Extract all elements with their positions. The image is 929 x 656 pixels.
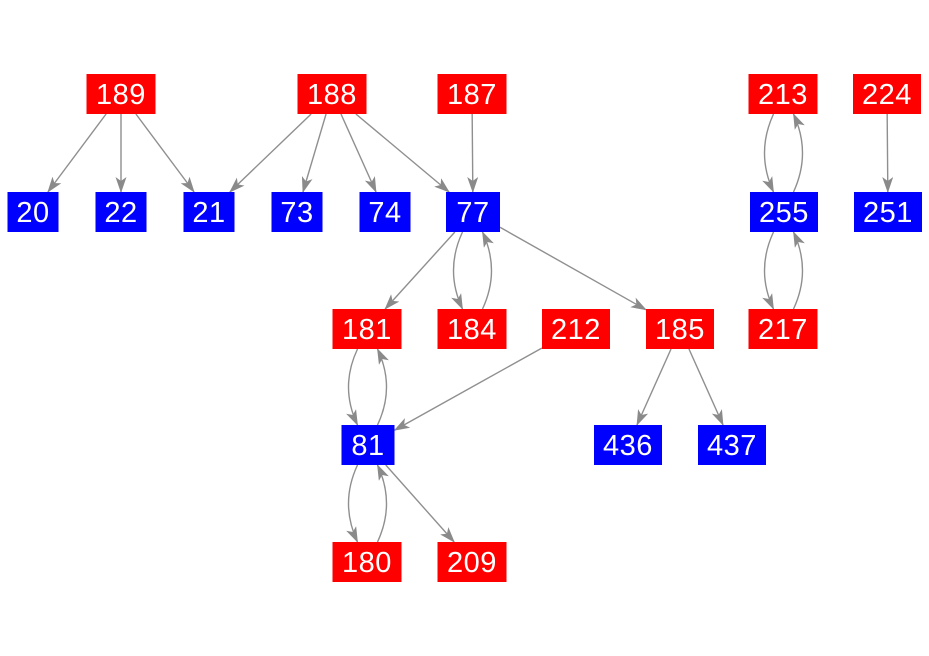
node-box (594, 425, 662, 465)
graph-edge-180-81 (376, 464, 389, 543)
node-box (854, 192, 922, 232)
node-label: 189 (96, 79, 146, 111)
node-box (698, 425, 766, 465)
node-box (542, 309, 610, 349)
graph-edge-217-255 (792, 231, 805, 310)
node-label: 213 (758, 79, 808, 111)
node-box (748, 309, 818, 349)
node-label: 22 (104, 197, 137, 229)
node-label: 180 (342, 547, 392, 579)
graph-edge-187-77 (467, 113, 479, 193)
node-label: 188 (307, 79, 357, 111)
node-box (86, 74, 156, 114)
node-label: 224 (862, 79, 912, 111)
graph-edge-188-77 (355, 113, 450, 193)
graph-node-180[interactable]: 180 (332, 542, 402, 582)
node-box (183, 192, 235, 232)
node-label: 73 (280, 197, 313, 229)
graph-edge-185-437 (688, 348, 724, 426)
node-box (359, 192, 411, 232)
graph-edge-213-255 (762, 113, 775, 193)
node-box (446, 192, 500, 232)
node-label: 74 (368, 197, 401, 229)
graph-edge-81-180 (346, 464, 359, 543)
node-label: 185 (655, 314, 705, 346)
node-label: 212 (551, 314, 601, 346)
graph-edge-224-251 (882, 113, 894, 193)
node-box (297, 74, 367, 114)
node-label: 209 (447, 547, 497, 579)
node-label: 181 (342, 314, 392, 346)
graph-node-212[interactable]: 212 (542, 309, 610, 349)
graph-node-73[interactable]: 73 (271, 192, 323, 232)
node-box (95, 192, 147, 232)
graph-edge-212-81 (393, 347, 543, 431)
node-label: 77 (456, 197, 489, 229)
node-label: 217 (758, 314, 808, 346)
node-box (437, 309, 507, 349)
node-box (646, 309, 714, 349)
node-label: 187 (447, 79, 497, 111)
graph-node-217[interactable]: 217 (748, 309, 818, 349)
graph-node-181[interactable]: 181 (332, 309, 402, 349)
node-box (271, 192, 323, 232)
graph-node-184[interactable]: 184 (437, 309, 507, 349)
node-box (750, 192, 818, 232)
node-box (332, 309, 402, 349)
graph-edge-185-436 (636, 348, 672, 426)
graph-node-81[interactable]: 81 (341, 425, 395, 465)
node-box (437, 542, 507, 582)
graph-edge-77-181 (384, 231, 456, 310)
graph-edge-181-81 (346, 348, 359, 426)
graph-node-188[interactable]: 188 (297, 74, 367, 114)
graph-node-224[interactable]: 224 (853, 74, 921, 114)
graph-edge-255-213 (792, 113, 805, 193)
graph-node-187[interactable]: 187 (437, 74, 507, 114)
graph-edge-184-77 (481, 231, 494, 310)
graph-node-213[interactable]: 213 (748, 74, 818, 114)
nodes-layer: 189 188 187 213 224 20 22 21 73 74 77 255 251 181 184 2… (7, 74, 922, 582)
graph-edge-81-181 (376, 348, 389, 426)
graph-edge-255-217 (762, 231, 775, 310)
node-label: 437 (707, 430, 757, 462)
node-box (332, 542, 402, 582)
edges-layer (47, 113, 894, 543)
node-box (7, 192, 59, 232)
node-label: 184 (447, 314, 497, 346)
graph-node-20[interactable]: 20 (7, 192, 59, 232)
node-box (853, 74, 921, 114)
graph-edge-189-20 (47, 113, 107, 193)
graph-node-255[interactable]: 255 (750, 192, 818, 232)
graph-node-436[interactable]: 436 (594, 425, 662, 465)
graph-node-437[interactable]: 437 (698, 425, 766, 465)
graph-edge-77-185 (499, 226, 647, 311)
graph-node-189[interactable]: 189 (86, 74, 156, 114)
graph-edge-188-21 (229, 113, 312, 193)
node-box (437, 74, 507, 114)
graph-edge-77-184 (451, 231, 464, 310)
graph-node-209[interactable]: 209 (437, 542, 507, 582)
node-label: 436 (603, 430, 653, 462)
node-box (341, 425, 395, 465)
node-label: 20 (16, 197, 49, 229)
node-box (748, 74, 818, 114)
graph-edge-188-73 (301, 113, 327, 193)
graph-node-251[interactable]: 251 (854, 192, 922, 232)
graph-node-185[interactable]: 185 (646, 309, 714, 349)
node-label: 81 (351, 430, 384, 462)
graph-node-21[interactable]: 21 (183, 192, 235, 232)
graph-edge-188-74 (340, 113, 377, 193)
node-label: 251 (863, 197, 913, 229)
graph-edge-81-209 (385, 464, 455, 543)
graph-node-77[interactable]: 77 (446, 192, 500, 232)
node-label: 21 (192, 197, 225, 229)
graph-edge-189-21 (135, 113, 195, 193)
node-label: 255 (759, 197, 809, 229)
graph-node-22[interactable]: 22 (95, 192, 147, 232)
graph-node-74[interactable]: 74 (359, 192, 411, 232)
